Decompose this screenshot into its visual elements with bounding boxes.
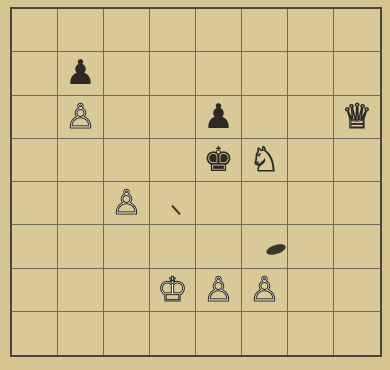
board-square[interactable]: ♙ <box>104 182 150 225</box>
board-square[interactable] <box>334 182 380 225</box>
board-square[interactable] <box>242 182 288 225</box>
board-square[interactable] <box>196 182 242 225</box>
board-square[interactable]: ♚ <box>196 139 242 182</box>
board-square[interactable] <box>288 312 334 355</box>
board-square[interactable]: ♟ <box>196 96 242 139</box>
white-pawn-icon[interactable]: ♙ <box>203 273 233 307</box>
board-square[interactable] <box>196 9 242 52</box>
board-square[interactable] <box>150 9 196 52</box>
board-square[interactable] <box>334 52 380 95</box>
board-square[interactable] <box>150 139 196 182</box>
white-knight-icon[interactable]: ♘ <box>249 143 279 177</box>
board-square[interactable] <box>242 312 288 355</box>
board-square[interactable] <box>150 225 196 268</box>
board-square[interactable] <box>150 52 196 95</box>
board-square[interactable]: ♔ <box>150 269 196 312</box>
board-square[interactable] <box>288 9 334 52</box>
board-square[interactable] <box>288 52 334 95</box>
board-square[interactable] <box>288 225 334 268</box>
board-square[interactable] <box>104 225 150 268</box>
board-square[interactable] <box>150 312 196 355</box>
board-square[interactable] <box>12 52 58 95</box>
board-square[interactable] <box>196 52 242 95</box>
black-pawn-icon[interactable]: ♟ <box>65 56 95 90</box>
board-square[interactable] <box>288 269 334 312</box>
board-square[interactable] <box>242 96 288 139</box>
chess-board: ♟ ♙ ♟ ♕ ♚ ♘ ♙ ♔ ♙ ♙ <box>10 7 382 357</box>
black-pawn-icon[interactable]: ♟ <box>203 100 233 134</box>
board-square[interactable] <box>12 96 58 139</box>
board-square[interactable]: ♟ <box>58 52 104 95</box>
board-square[interactable] <box>150 96 196 139</box>
board-square[interactable] <box>334 9 380 52</box>
board-square[interactable] <box>288 139 334 182</box>
board-square[interactable] <box>104 312 150 355</box>
board-square[interactable] <box>196 312 242 355</box>
board-square[interactable]: ♙ <box>242 269 288 312</box>
board-square[interactable]: ♕ <box>334 96 380 139</box>
board-square[interactable] <box>58 182 104 225</box>
board-square[interactable] <box>334 225 380 268</box>
board-square[interactable] <box>104 96 150 139</box>
board-square[interactable] <box>242 9 288 52</box>
white-king-icon[interactable]: ♔ <box>157 273 187 307</box>
board-square[interactable]: ♙ <box>196 269 242 312</box>
board-square[interactable] <box>58 312 104 355</box>
board-square[interactable] <box>196 225 242 268</box>
board-square[interactable] <box>12 269 58 312</box>
board-square[interactable] <box>334 139 380 182</box>
board-square[interactable] <box>150 182 196 225</box>
board-square[interactable]: ♘ <box>242 139 288 182</box>
board-square[interactable] <box>334 312 380 355</box>
board-square[interactable] <box>58 225 104 268</box>
board-square[interactable] <box>288 182 334 225</box>
board-square[interactable] <box>242 225 288 268</box>
board-square[interactable] <box>12 312 58 355</box>
board-square[interactable] <box>104 139 150 182</box>
board-square[interactable] <box>12 225 58 268</box>
board-square[interactable] <box>58 269 104 312</box>
board-square[interactable] <box>12 139 58 182</box>
board-square[interactable] <box>58 9 104 52</box>
board-square[interactable] <box>58 139 104 182</box>
board-square[interactable] <box>288 96 334 139</box>
white-pawn-icon[interactable]: ♙ <box>249 273 279 307</box>
white-queen-icon[interactable]: ♕ <box>342 100 372 134</box>
board-square[interactable] <box>104 269 150 312</box>
board-square[interactable]: ♙ <box>58 96 104 139</box>
board-square[interactable] <box>104 9 150 52</box>
white-pawn-icon[interactable]: ♙ <box>111 186 141 220</box>
board-square[interactable] <box>242 52 288 95</box>
board-square[interactable] <box>12 182 58 225</box>
black-king-icon[interactable]: ♚ <box>203 143 233 177</box>
board-square[interactable] <box>334 269 380 312</box>
board-square[interactable] <box>12 9 58 52</box>
white-pawn-icon[interactable]: ♙ <box>65 100 95 134</box>
board-square[interactable] <box>104 52 150 95</box>
